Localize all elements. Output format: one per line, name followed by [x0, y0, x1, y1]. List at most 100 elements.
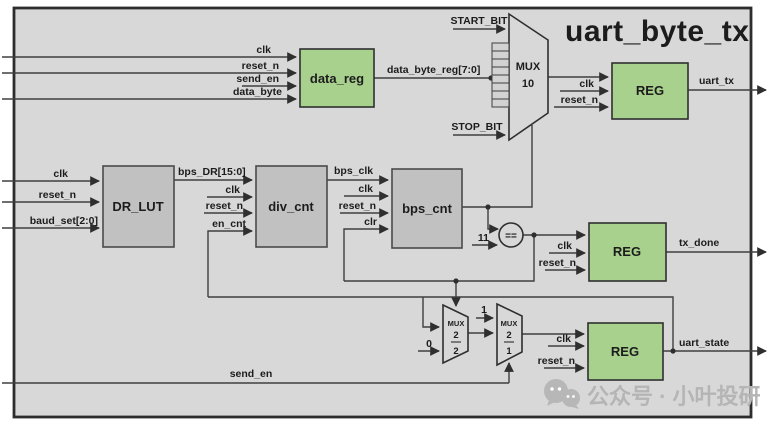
wire-bpscnt-out: [462, 125, 533, 208]
wire-state-feedback: [208, 296, 674, 351]
label-clr: clr: [364, 216, 377, 228]
label-bps-clk: bps_clk: [334, 165, 373, 177]
reg2-box: [588, 222, 667, 282]
wires: [2, 24, 767, 384]
mux21-bottom-value: 1: [506, 346, 512, 357]
bps-cnt-label: bps_cnt: [402, 201, 453, 216]
mux21-label: MUX: [501, 319, 518, 328]
block-dr-lut: DR_LUT: [102, 165, 175, 248]
wire-en-cnt: [207, 226, 253, 297]
label-uart-state: uart_state: [679, 337, 729, 349]
label-uart-tx: uart_tx: [699, 75, 734, 87]
label-stop-bit: STOP_BIT: [451, 121, 503, 133]
label-clk-top: clk: [256, 44, 271, 56]
bit-cell: [491, 82, 510, 92]
label-const1: 1: [481, 304, 487, 316]
bps-cnt-box: [391, 168, 463, 249]
label-en-cnt: en_cnt: [212, 218, 246, 230]
label-data-byte: data_byte: [233, 86, 282, 98]
junction-bpscnt-out: [485, 204, 491, 210]
dr-lut-box: [102, 165, 175, 248]
wechat-bubble-large: [544, 379, 568, 403]
reg1-box: [611, 62, 689, 120]
div-cnt-box: [255, 165, 328, 248]
wire-clr: [343, 224, 389, 281]
mux10-value: 10: [522, 78, 534, 90]
reg1-label: REG: [636, 83, 664, 98]
module-title: uart_byte_tx: [565, 15, 749, 48]
mux22: MUX 2 2: [442, 303, 469, 365]
reg3-box: [587, 322, 664, 381]
mux22-shape: [442, 303, 469, 365]
div-cnt-label: div_cnt: [268, 199, 314, 214]
label-data-byte-reg: data_byte_reg[7:0]: [387, 64, 480, 76]
label-reset-n-drlut: reset_n: [39, 189, 76, 201]
label-clk-reg2: clk: [557, 240, 572, 252]
label-baud-set: baud_set[2:0]: [30, 215, 98, 227]
label-const0: 0: [426, 338, 432, 350]
label-start-bit: START_BIT: [451, 15, 509, 27]
bit-stack: [491, 42, 510, 108]
label-reset-n-top: reset_n: [242, 60, 279, 72]
mux22-top-value: 2: [453, 330, 458, 341]
wechat-bubble-small-tail: [572, 405, 579, 409]
data-reg-label: data_reg: [310, 71, 364, 86]
dr-lut-label: DR_LUT: [112, 199, 163, 214]
mux22-label: MUX: [448, 319, 465, 328]
label-const11: 11: [478, 232, 489, 244]
wechat-eye: [566, 395, 570, 398]
block-reg-uart-state: REG: [587, 322, 664, 381]
wire-cmp-in: [487, 207, 499, 234]
bit-cell: [491, 66, 510, 76]
label-reset-n-reg1: reset_n: [561, 94, 598, 106]
watermark-text: 公众号 · 小叶投研: [587, 384, 761, 409]
bit-cell: [491, 58, 510, 68]
block-bps-cnt: bps_cnt: [391, 168, 463, 249]
junction-cmp-out: [531, 232, 537, 238]
mux22-bottom-value: 2: [453, 346, 458, 357]
label-clk-divcnt: clk: [225, 184, 240, 196]
bit-cell: [491, 98, 510, 108]
bit-cell: [491, 90, 510, 100]
junction-mux22-select: [453, 278, 459, 284]
watermark: 公众号 · 小叶投研: [544, 379, 761, 409]
mux21-top-value: 2: [506, 330, 511, 341]
label-reset-n-reg2: reset_n: [539, 257, 576, 269]
comparator: ==: [498, 222, 524, 248]
block-data-reg: data_reg: [299, 48, 375, 108]
bit-cell: [491, 42, 510, 52]
label-reset-n-divcnt: reset_n: [206, 200, 243, 212]
bit-cell: [491, 50, 510, 60]
label-clk-drlut: clk: [53, 168, 68, 180]
wechat-eye: [550, 387, 554, 391]
wechat-bubble-small: [562, 389, 580, 407]
wechat-bubble-large-tail: [547, 400, 555, 406]
junction-uart-state: [670, 348, 676, 354]
reg3-label: REG: [611, 344, 639, 359]
block-div-cnt: div_cnt: [255, 165, 328, 248]
wechat-eye: [557, 387, 562, 391]
comparator-label: ==: [505, 231, 517, 242]
mux21-shape: [496, 302, 523, 367]
label-bps-dr: bps_DR[15:0]: [178, 166, 246, 178]
wechat-icon: [544, 379, 580, 409]
mux21: MUX 2 1: [496, 302, 523, 367]
label-reset-n-bpscnt: reset_n: [339, 200, 376, 212]
label-clk-bpscnt: clk: [358, 183, 373, 195]
bit-cell: [491, 74, 510, 84]
data-reg-box: [299, 48, 375, 108]
label-clk-reg1: clk: [579, 78, 594, 90]
wire-mux22-in1: [422, 297, 440, 332]
label-clk-reg3: clk: [556, 333, 571, 345]
wechat-eye: [572, 395, 575, 398]
label-tx-done: tx_done: [679, 237, 719, 249]
comparator-shape: [498, 222, 524, 248]
mux10-label: MUX: [516, 61, 541, 73]
label-send-en-bottom: send_en: [230, 368, 273, 380]
label-send-en-top: send_en: [236, 73, 279, 85]
block-reg-uart-tx: REG: [611, 62, 689, 120]
wire-cmp-feedback: [344, 235, 535, 282]
reg2-label: REG: [613, 244, 641, 259]
